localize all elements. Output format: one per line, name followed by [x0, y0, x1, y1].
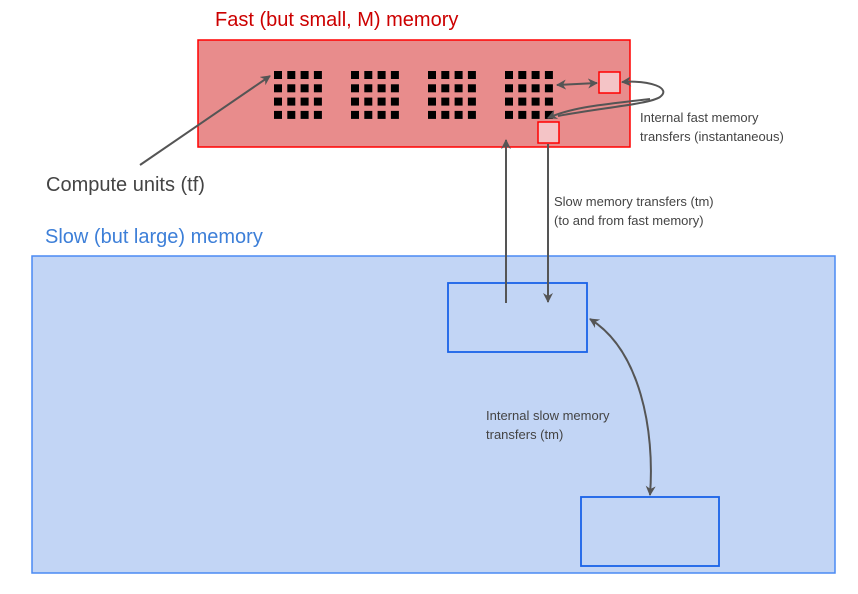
- compute-unit: [467, 97, 476, 106]
- compute-unit: [364, 110, 373, 119]
- slow-transfers-label-2: (to and from fast memory): [554, 213, 704, 228]
- compute-units-label: Compute units (tf): [46, 174, 205, 196]
- compute-unit: [518, 97, 527, 106]
- compute-unit: [505, 110, 513, 119]
- compute-unit: [428, 71, 436, 79]
- compute-unit-grid: [428, 71, 476, 119]
- compute-unit: [505, 97, 513, 106]
- slow-memory-block-1: [447, 282, 588, 353]
- compute-unit: [313, 84, 322, 93]
- compute-units-arrow: [139, 75, 271, 166]
- compute-unit: [300, 71, 309, 79]
- compute-unit: [544, 97, 553, 106]
- fast-memory-cell-right: [598, 71, 621, 94]
- slow-transfers-label-1: Slow memory transfers (tm): [554, 194, 714, 209]
- compute-unit-grid: [351, 71, 399, 119]
- compute-unit: [441, 97, 450, 106]
- compute-unit: [274, 71, 282, 79]
- compute-unit: [364, 97, 373, 106]
- compute-unit: [300, 84, 309, 93]
- internal-slow-transfer-arrow: [589, 318, 656, 496]
- compute-unit: [364, 84, 373, 93]
- compute-unit: [377, 97, 386, 106]
- compute-unit: [531, 71, 540, 79]
- internal-fast-label-1: Internal fast memory: [640, 110, 759, 125]
- compute-unit: [544, 71, 553, 79]
- slow-memory-box: [31, 255, 836, 574]
- compute-unit: [531, 84, 540, 93]
- fast-memory-title: Fast (but small, M) memory: [215, 9, 458, 31]
- compute-unit: [377, 110, 386, 119]
- compute-unit: [313, 71, 322, 79]
- compute-unit: [313, 97, 322, 106]
- compute-unit: [390, 110, 399, 119]
- compute-unit: [390, 84, 399, 93]
- internal-fast-label-2: transfers (instantaneous): [640, 129, 784, 144]
- internal-slow-label-1: Internal slow memory: [486, 408, 610, 423]
- compute-unit: [364, 71, 373, 79]
- compute-unit: [300, 97, 309, 106]
- compute-unit: [351, 110, 359, 119]
- compute-unit: [454, 97, 463, 106]
- compute-unit: [428, 110, 436, 119]
- compute-unit: [454, 84, 463, 93]
- compute-unit: [454, 110, 463, 119]
- slow-memory-block-2: [580, 496, 720, 567]
- grid-to-cell-arrow: [556, 78, 598, 90]
- compute-unit: [441, 84, 450, 93]
- compute-unit: [518, 71, 527, 79]
- fast-memory-cell-bottom: [537, 121, 560, 144]
- compute-unit: [441, 71, 450, 79]
- slow-memory-title: Slow (but large) memory: [45, 226, 263, 248]
- internal-fast-transfer-arrow-a: [557, 76, 665, 117]
- internal-slow-label-2: transfers (tm): [486, 427, 563, 442]
- compute-unit: [274, 97, 282, 106]
- compute-unit: [441, 110, 450, 119]
- compute-unit: [300, 110, 309, 119]
- compute-unit: [351, 97, 359, 106]
- compute-unit: [467, 71, 476, 79]
- compute-unit: [518, 84, 527, 93]
- internal-fast-transfer-arrow-b: [547, 98, 651, 119]
- compute-unit: [467, 84, 476, 93]
- fast-memory-box: [197, 39, 631, 148]
- compute-unit: [467, 110, 476, 119]
- compute-unit: [377, 84, 386, 93]
- compute-unit: [274, 84, 282, 93]
- compute-unit: [544, 84, 553, 93]
- compute-unit: [428, 97, 436, 106]
- compute-unit: [351, 84, 359, 93]
- compute-unit: [518, 110, 527, 119]
- compute-unit: [428, 84, 436, 93]
- compute-unit: [287, 71, 296, 79]
- compute-unit: [531, 97, 540, 106]
- compute-unit: [390, 97, 399, 106]
- compute-unit: [505, 84, 513, 93]
- compute-unit: [274, 110, 282, 119]
- compute-unit: [313, 110, 322, 119]
- compute-unit: [287, 110, 296, 119]
- compute-unit: [287, 97, 296, 106]
- compute-unit: [351, 71, 359, 79]
- compute-unit: [454, 71, 463, 79]
- compute-unit: [390, 71, 399, 79]
- compute-unit: [287, 84, 296, 93]
- compute-unit-grid: [274, 71, 322, 119]
- compute-unit: [531, 110, 540, 119]
- compute-units: [274, 71, 553, 119]
- compute-unit: [505, 71, 513, 79]
- compute-unit: [377, 71, 386, 79]
